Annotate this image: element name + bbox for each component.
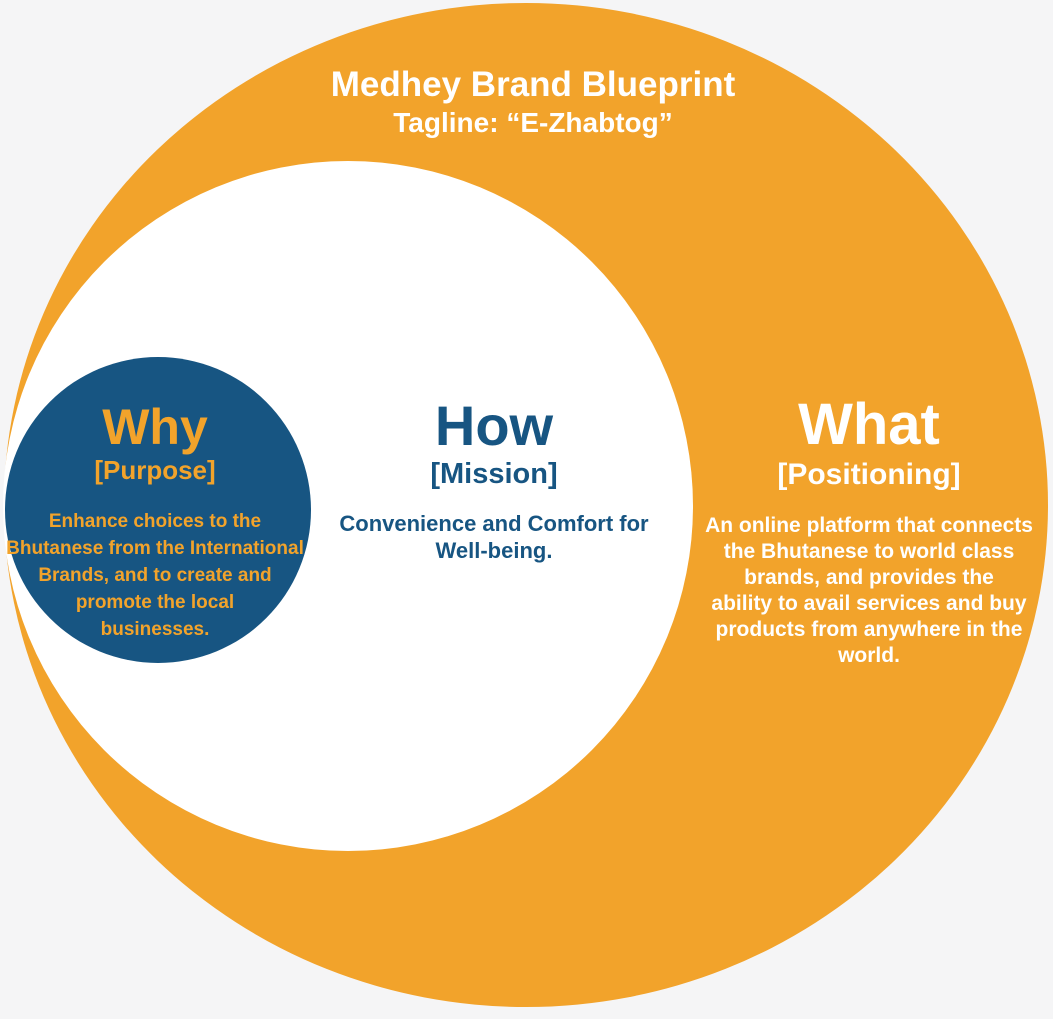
how-body-text: Convenience and Comfort for Well-being.	[339, 511, 649, 563]
diagram-header: Medhey Brand Blueprint Tagline: “E-Zhabt…	[331, 64, 735, 140]
how-label: [Mission]	[430, 458, 558, 490]
what-heading: What	[798, 392, 940, 457]
why-body-text: Enhance choices to the Bhutanese from th…	[6, 510, 304, 640]
diagram-tagline: Tagline: “E-Zhabtog”	[393, 107, 673, 138]
diagram-title: Medhey Brand Blueprint	[330, 65, 736, 104]
how-text-block: How [Mission] Convenience and Comfort fo…	[339, 398, 648, 564]
what-text-block: What [Positioning] An online platform th…	[705, 396, 1033, 669]
what-body-text: An online platform that connects the Bhu…	[705, 513, 1033, 667]
what-label: [Positioning]	[777, 458, 961, 491]
how-heading: How	[434, 394, 554, 457]
why-label: [Purpose]	[94, 455, 216, 485]
why-heading: Why	[102, 399, 208, 455]
why-text-block: Why [Purpose] Enhance choices to the Bhu…	[6, 402, 304, 643]
why-purpose-circle	[5, 357, 311, 663]
